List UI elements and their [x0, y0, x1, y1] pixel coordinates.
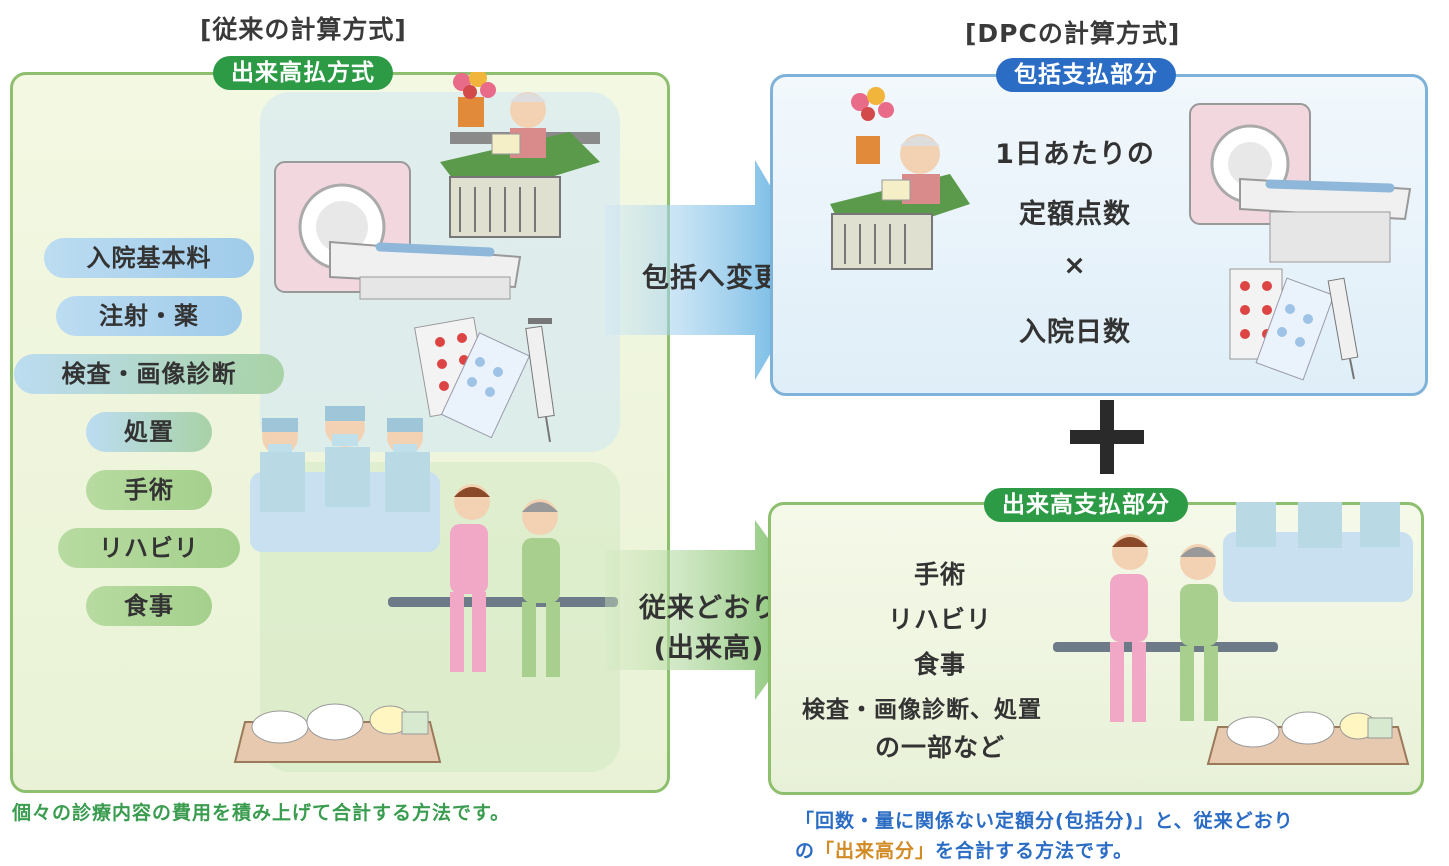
arrow-label-bundled: 包括へ変更 — [642, 263, 782, 294]
left-footnote: 個々の診療内容の費用を積み上げて合計する方法です。 — [12, 802, 511, 824]
right-footnote-sum-method: を合計する方法です。 — [935, 840, 1134, 862]
list-item-hospitalization-fee: 入院基本料 — [44, 238, 254, 278]
hospital-bed-icon — [830, 134, 970, 270]
flower-pot-icon — [453, 72, 496, 127]
bundled-payment-tag: 包括支払部分 — [996, 58, 1176, 92]
list-item-examination-imaging: 検査・画像診断 — [14, 354, 284, 394]
meal-tray-icon — [233, 703, 442, 763]
rehabilitation-icon — [1053, 534, 1278, 722]
flower-pot-icon — [851, 87, 894, 164]
rehabilitation-icon — [388, 484, 618, 677]
formula-hospital-days: 入院日数 — [1019, 317, 1131, 348]
right-footnote-line1: 「回数・量に関係ない定額分(包括分)」と、従来どおり — [795, 806, 1294, 833]
list-item-injection-medicine: 注射・薬 — [56, 296, 242, 336]
surgeons-icon — [1223, 502, 1413, 602]
meal-tray-icon — [1206, 711, 1410, 765]
bottom-item-surgery: 手術 — [913, 560, 966, 589]
list-item-meal: 食事 — [86, 586, 212, 626]
medicine-pills-icon — [1229, 268, 1335, 381]
syringe-icon — [1327, 277, 1359, 380]
right-bottom-illustrations — [1053, 502, 1413, 765]
ct-scanner-icon — [1189, 103, 1412, 263]
right-footnote-conventional: と、従来どおり — [1154, 810, 1294, 832]
left-heading: [従来の計算方式] — [200, 15, 407, 44]
arrow-to-fee-for-service — [605, 520, 820, 700]
bottom-item-meal: 食事 — [913, 650, 966, 679]
right-heading: [DPCの計算方式] — [965, 19, 1181, 48]
fee-for-service-tag: 出来高払方式 — [213, 56, 393, 90]
fee-for-service-part-tag: 出来高支払部分 — [984, 488, 1188, 522]
syringe-icon — [525, 318, 555, 443]
surgeons-icon — [250, 406, 440, 552]
list-item-rehabilitation: リハビリ — [58, 528, 240, 568]
bottom-item-partial: の一部など — [874, 733, 1005, 762]
list-item-treatment: 処置 — [86, 412, 212, 452]
arrows — [605, 160, 820, 700]
ct-scanner-icon — [274, 161, 522, 300]
formula-per-day: 1日あたりの — [995, 139, 1155, 170]
formula-fixed-points: 定額点数 — [1019, 199, 1131, 230]
list-item-surgery: 手術 — [86, 470, 212, 510]
right-footnote-no: の — [795, 840, 816, 862]
left-illustrations — [233, 72, 620, 772]
arrow-to-bundled — [605, 160, 820, 380]
right-footnote-line2: の「出来高分」を合計する方法です。 — [795, 836, 1133, 863]
right-top-illustrations — [830, 87, 1412, 381]
arrow-label-conventional-line1: 従来どおり — [639, 593, 779, 624]
plus-sign — [1070, 400, 1144, 474]
formula-multiply: × — [1063, 250, 1087, 281]
right-footnote-bundled: 「回数・量に関係ない定額分(包括分)」 — [795, 810, 1155, 832]
medicine-pills-icon — [414, 316, 531, 439]
bottom-item-rehabilitation: リハビリ — [887, 605, 992, 634]
hospital-bed-icon — [440, 92, 600, 238]
right-footnote-fee-for-service: 「出来高分」 — [815, 840, 936, 862]
arrow-label-conventional-line2: (出来高) — [653, 633, 765, 664]
bottom-item-examination-treatment: 検査・画像診断、処置 — [802, 697, 1042, 723]
